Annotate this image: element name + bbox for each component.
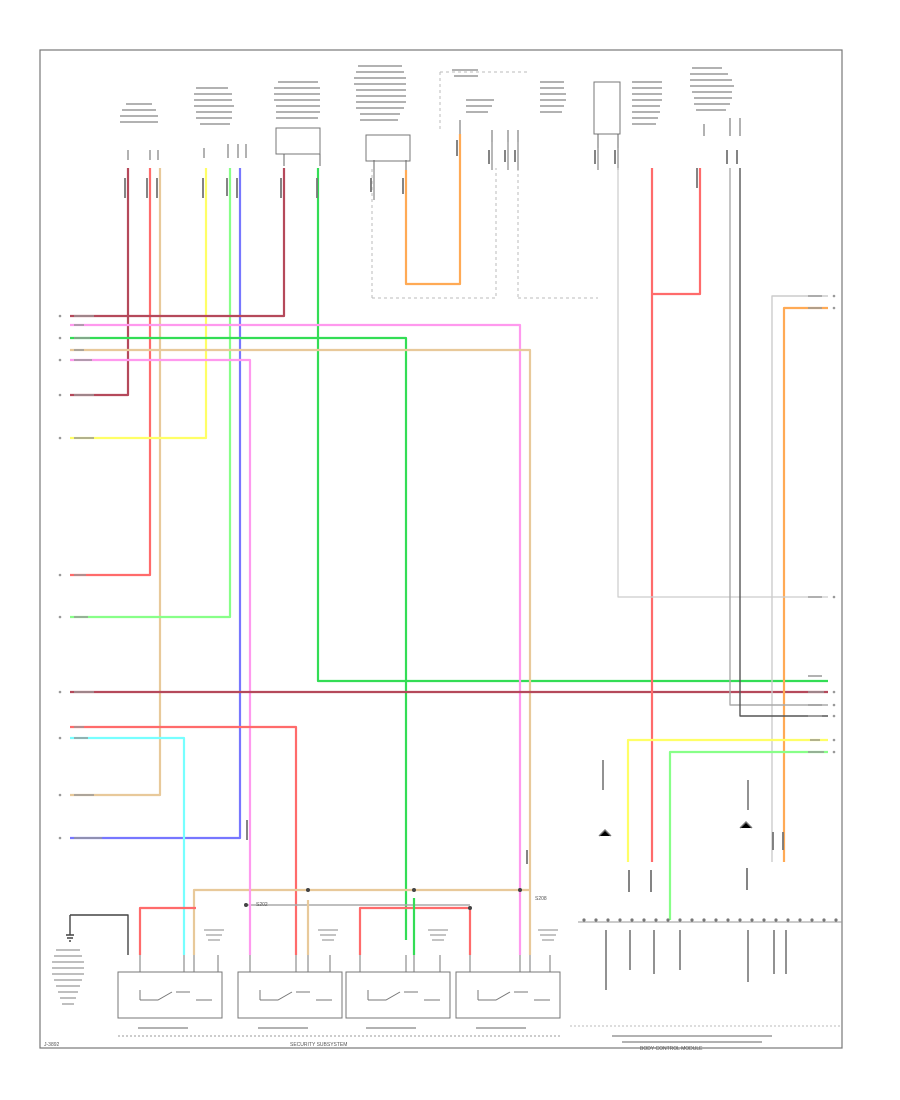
wire-tan-350 [70,348,532,862]
splices: S202 S208 [244,888,547,910]
left-labels [74,315,102,839]
right-labels [808,295,824,753]
actuator-1 [117,971,223,1019]
right-dots [832,294,836,754]
wire-pink [70,323,522,862]
wire-160 [70,168,162,797]
wire-orange-right [782,306,828,862]
wire-gray-730 [729,168,828,706]
wire-gray-right-1 [771,295,828,862]
diagram-border [39,49,843,1049]
component-labels [120,65,734,125]
splice-label-1: S202 [256,902,268,908]
splice-dot-2 [306,888,310,892]
actuator-2 [237,971,343,1019]
splice-label-2: S208 [535,896,547,902]
footer-right-label: BODY CONTROL MODULE [640,1046,703,1052]
wire-230 [70,168,232,619]
splice-dot-4 [468,906,472,910]
top-components [275,71,621,299]
wire-green-338 [70,336,408,940]
dashed-box-2 [517,168,598,299]
splice-dot-3 [412,888,416,892]
wire-pink-360 [70,358,252,862]
bus-black [70,914,129,955]
wire-150 [70,168,152,577]
switch-box-2 [365,134,411,162]
splice-dot-5 [518,888,522,892]
wire-cyan-738 [70,736,186,955]
bcm-connector [570,760,842,1043]
actuator-3 [345,971,451,1019]
wire-206 [70,168,208,440]
wire-284 [70,168,286,318]
switch-box-3 [593,81,621,135]
wire-gray-600 [617,168,828,598]
dashed-box-3 [439,71,530,130]
wire-yellow-right [626,738,828,862]
top-pins [127,118,741,170]
bus-red [138,906,472,955]
splice-dot-1 [244,903,248,907]
wire-red-727 [70,725,298,955]
wire-318 [316,168,828,683]
switch-box-1 [275,127,321,155]
footer-center-label: SECURITY SUBSYSTEM [290,1042,347,1048]
bus-tan-2 [306,862,532,955]
dashed-box-1 [371,168,497,299]
wire-ltgreen-right [668,750,828,920]
left-dots [58,314,62,840]
wires [70,134,828,955]
actuator-4 [455,971,561,1019]
wire-black-740 [739,168,828,717]
wire-red-right [650,168,702,862]
wire-240 [70,168,242,840]
page-id: J-3892 [44,1042,60,1048]
actuator-modules [117,929,561,1037]
vertical-labels [124,140,784,892]
bus-pink-2 [248,862,522,955]
ground-symbol [52,915,84,1005]
bus-tan [192,888,530,955]
wire-orange-loop [404,134,462,286]
